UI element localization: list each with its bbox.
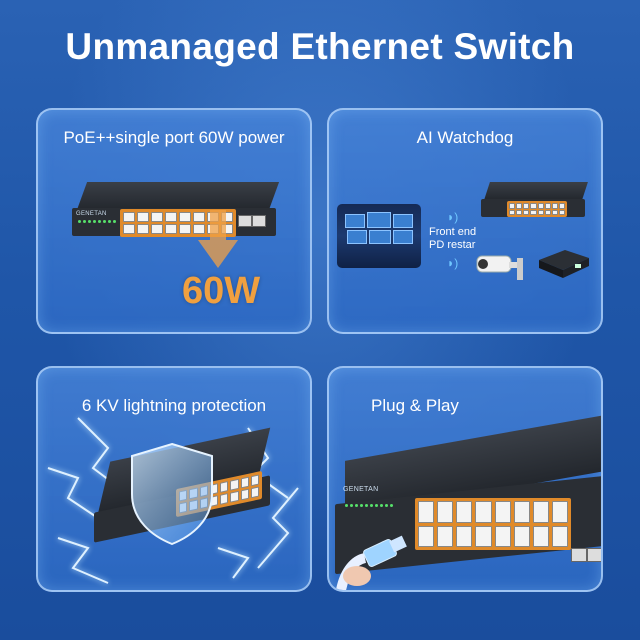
wifi-signal-icon: ◗) xyxy=(447,256,459,270)
panel-lightning: 6 KV lightning protection xyxy=(36,366,312,592)
surveillance-monitor-image xyxy=(337,204,421,268)
power-badge: 60W xyxy=(182,270,261,312)
down-arrow-icon xyxy=(198,210,238,268)
brand-label: GENETAN xyxy=(343,486,379,493)
ethernet-cable-image xyxy=(336,535,407,590)
panel-watchdog-title: AI Watchdog xyxy=(416,128,514,147)
brand-label: GENETAN xyxy=(76,211,107,217)
switch-image: GENETAN xyxy=(68,182,280,262)
panel-plugplay-title: Plug & Play xyxy=(371,396,459,415)
panel-plugplay: Plug & Play GENETAN xyxy=(327,366,603,592)
port-array xyxy=(415,498,571,550)
front-end-label: Front end PD restar xyxy=(429,226,477,251)
panel-lightning-title: 6 KV lightning protection xyxy=(81,396,267,415)
ip-camera-image xyxy=(476,255,523,280)
switch-image-large: GENETAN xyxy=(335,415,601,578)
pd-device-image xyxy=(539,250,589,278)
wifi-signal-icon: ◗) xyxy=(447,210,459,224)
page-title: Unmanaged Ethernet Switch xyxy=(65,26,575,67)
switch-image-small xyxy=(479,182,589,228)
panel-watchdog: AI Watchdog Front end PD restar ◗) ◗) xyxy=(327,108,603,334)
shield-icon xyxy=(131,442,213,546)
panel-poe: PoE++single port 60W power GENETAN 60W xyxy=(36,108,312,334)
panel-poe-title: PoE++single port 60W power xyxy=(63,128,285,147)
